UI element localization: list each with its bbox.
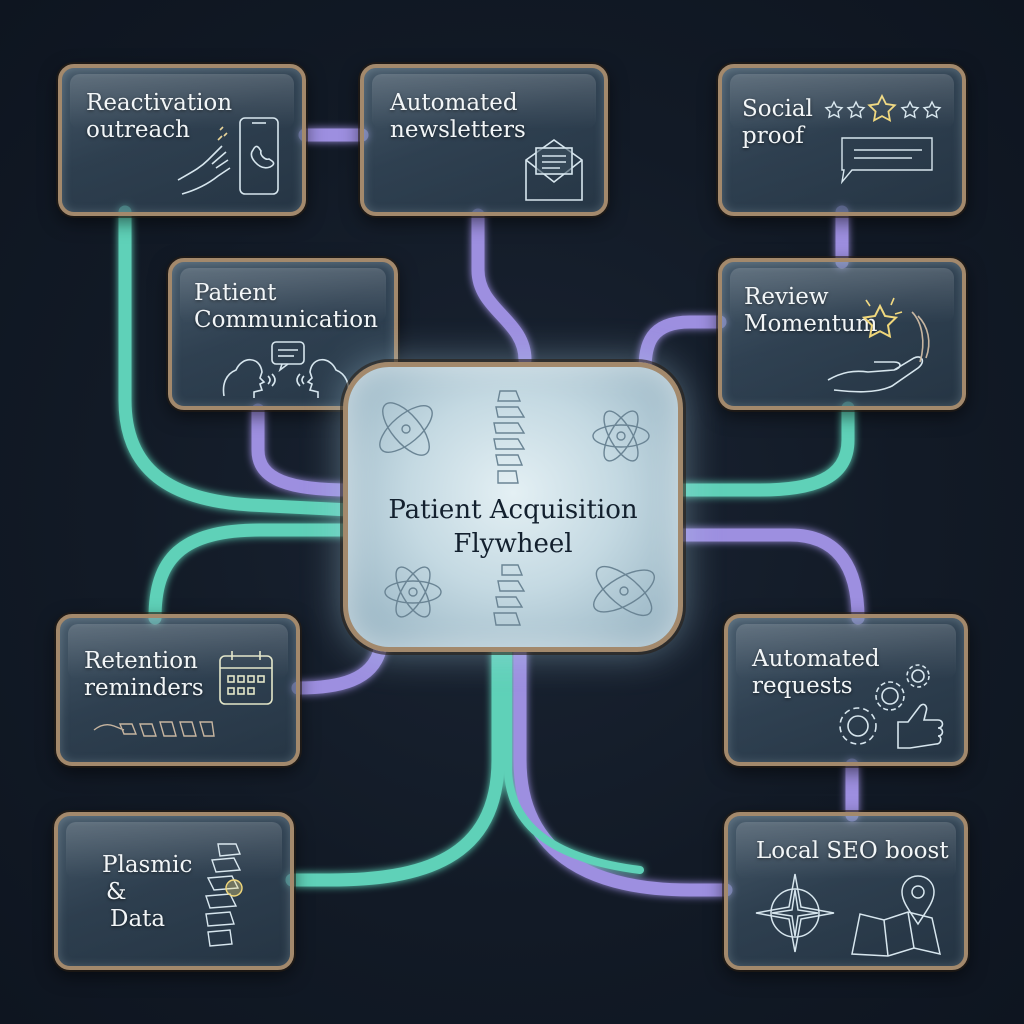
node-label-line: Social: [742, 96, 813, 122]
spine-icon: [493, 564, 526, 626]
node-label: Patient Communication: [194, 280, 378, 334]
conversation-icon: [222, 341, 350, 398]
node-reactivation-outreach[interactable]: Reactivation outreach: [58, 64, 306, 216]
spine-icon: [493, 390, 526, 484]
node-label: Local SEO boost: [756, 838, 949, 865]
node-label-line: Plasmic: [102, 852, 193, 878]
star-hand-icon: [827, 297, 930, 393]
gears-thumbs-up-icon: [839, 664, 944, 749]
node-label: Plasmic & Data: [102, 852, 192, 933]
node-label: Review Momentum: [744, 284, 878, 338]
node-local-seo-boost[interactable]: Local SEO boost: [724, 812, 968, 970]
node-label-line: reminders: [84, 675, 204, 701]
map-pin-icon: [851, 875, 941, 957]
node-label-line: Automated: [752, 646, 880, 672]
node-label-line: Data: [110, 906, 166, 932]
link-hub-plasmic: [285, 645, 505, 887]
node-label-line: outreach: [86, 117, 190, 143]
vertebrae-icon: [93, 721, 215, 737]
node-social-proof[interactable]: Social proof: [718, 64, 966, 216]
atom-icon: [593, 565, 655, 617]
star-rating-icon: [824, 94, 942, 185]
node-label-line: Momentum: [744, 311, 878, 337]
hub-title: Patient Acquisition Flywheel: [348, 493, 678, 561]
node-retention-reminders[interactable]: Retention reminders: [56, 614, 300, 766]
link-hub-requests: [676, 528, 865, 625]
node-label-line: Reactivation: [86, 90, 233, 116]
link-communication-hub: [251, 403, 357, 497]
node-label: Automated newsletters: [390, 90, 526, 144]
link-retention-hub: [291, 643, 387, 695]
node-label-line: Review: [744, 284, 829, 310]
node-label: Reactivation outreach: [86, 90, 232, 144]
link-newsletters-hub: [471, 208, 532, 367]
atom-icon: [592, 410, 650, 462]
link-reactivation-hub: [118, 205, 357, 517]
node-label-line: Local SEO boost: [756, 838, 949, 864]
spine-icon: [205, 843, 243, 947]
phone-hand-icon: [177, 117, 279, 195]
link-hub-seo: [513, 645, 733, 897]
node-label-line: Retention: [84, 648, 198, 674]
node-plasmic-data[interactable]: Plasmic & Data: [54, 812, 294, 970]
node-label-line: requests: [752, 673, 853, 699]
hub-patient-acquisition-flywheel[interactable]: Patient Acquisition Flywheel: [343, 362, 683, 652]
link-hub-seo-teal: [504, 648, 644, 874]
atom-icon: [379, 402, 433, 456]
node-review-momentum[interactable]: Review Momentum: [718, 258, 966, 410]
node-label-line: &: [106, 879, 127, 905]
atom-icon: [384, 566, 442, 618]
link-review-hub-teal: [676, 401, 855, 497]
node-label-line: Communication: [194, 307, 378, 333]
hub-title-line: Patient Acquisition: [388, 495, 638, 525]
node-label: Social proof: [742, 96, 813, 150]
hub-title-line: Flywheel: [453, 529, 573, 559]
link-review-hub-lavender: [638, 315, 727, 377]
node-label-line: Automated: [390, 90, 518, 116]
link-hub-retention: [148, 523, 357, 625]
node-label: Automated requests: [752, 646, 880, 700]
compass-icon: [755, 873, 835, 953]
node-label-line: proof: [742, 123, 804, 149]
node-automated-newsletters[interactable]: Automated newsletters: [360, 64, 608, 216]
envelope-icon: [525, 139, 583, 201]
node-label: Retention reminders: [84, 648, 204, 702]
node-label-line: newsletters: [390, 117, 526, 143]
node-automated-requests[interactable]: Automated requests: [724, 614, 968, 766]
calendar-icon: [219, 651, 273, 705]
node-label-line: Patient: [194, 280, 277, 306]
